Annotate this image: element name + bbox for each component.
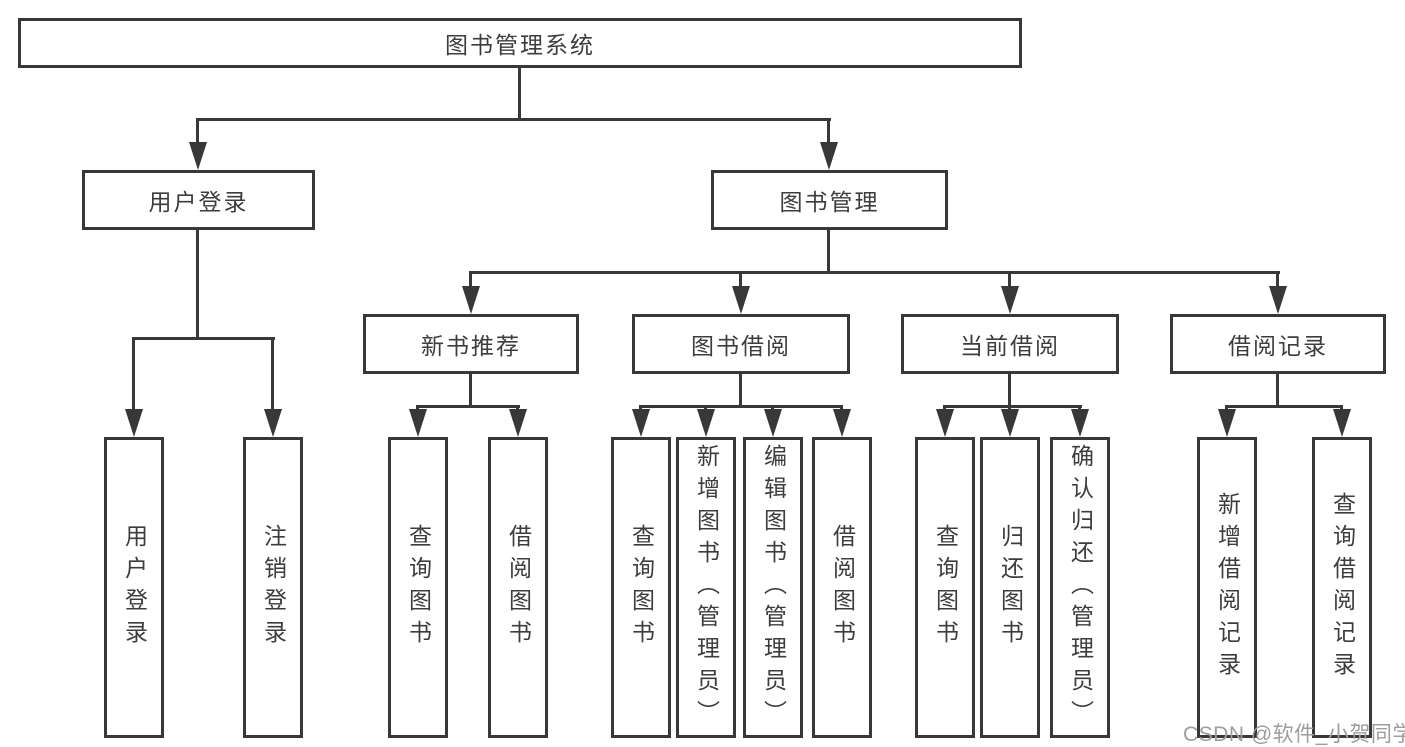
connector-book-management-stub (827, 230, 830, 271)
connector-bus (943, 405, 1082, 408)
node-label: 查询借阅记录 (1329, 491, 1356, 684)
connector-bus (416, 405, 520, 408)
arrow-down-icon (409, 409, 427, 437)
arrow-down-icon (1333, 409, 1351, 437)
connector-line (132, 337, 135, 415)
node-label: 新增借阅记录 (1214, 491, 1241, 684)
arrow-down-icon (189, 142, 207, 170)
arrow-down-icon (820, 142, 838, 170)
node-label: 借阅记录 (1228, 333, 1328, 359)
connector-bus (1225, 405, 1343, 408)
arrow-down-icon (936, 409, 954, 437)
arrow-down-icon (732, 286, 750, 314)
node-label: 图书管理系统 (445, 32, 595, 58)
node-label: 图书借阅 (691, 333, 791, 359)
node-label: 确认归还（管理员） (1067, 443, 1094, 732)
node-label: 用户登录 (121, 523, 148, 652)
leaf-query-books-borrowing: 查询图书 (611, 437, 671, 738)
connector-root-bus (196, 118, 831, 121)
connector-user-login-stub (196, 230, 199, 337)
leaf-borrow-books-recommend: 借阅图书 (488, 437, 548, 738)
node-new-book-recommendation: 新书推荐 (363, 314, 579, 374)
node-label: 编辑图书（管理员） (760, 443, 787, 732)
connector-user-login-bus (132, 337, 275, 340)
arrow-down-icon (1001, 286, 1019, 314)
leaf-return-books: 归还图书 (980, 437, 1040, 738)
connector-bus (639, 405, 843, 408)
connector-line (196, 118, 199, 148)
connector-line (1276, 271, 1279, 292)
arrow-down-icon (509, 409, 527, 437)
node-label: 图书管理 (779, 189, 880, 215)
node-borrowing-records: 借阅记录 (1170, 314, 1386, 374)
node-label: 查询图书 (628, 523, 655, 652)
connector-line (1008, 271, 1011, 292)
connector-stub (469, 374, 472, 405)
node-label: 查询图书 (932, 523, 959, 652)
node-label: 用户登录 (148, 189, 249, 215)
arrow-down-icon (1269, 286, 1287, 314)
node-library-management-system: 图书管理系统 (18, 18, 1022, 68)
node-label: 新书推荐 (421, 333, 521, 359)
node-label: 注销登录 (260, 523, 287, 652)
node-label: 归还图书 (997, 523, 1024, 652)
connector-book-management-bus (469, 271, 1280, 274)
connector-line (271, 337, 274, 415)
node-user-login: 用户登录 (82, 170, 315, 230)
leaf-confirm-return-admin: 确认归还（管理员） (1050, 437, 1110, 738)
leaf-user-login: 用户登录 (104, 437, 164, 738)
connector-stub (739, 374, 742, 405)
arrow-down-icon (1001, 409, 1019, 437)
arrow-down-icon (764, 409, 782, 437)
csdn-watermark: CSDN @软件_小贺同学 (1183, 723, 1405, 746)
leaf-edit-books-admin: 编辑图书（管理员） (743, 437, 803, 738)
node-label: 借阅图书 (505, 523, 532, 652)
leaf-add-borrow-record: 新增借阅记录 (1197, 437, 1257, 738)
arrow-down-icon (1218, 409, 1236, 437)
connector-line (739, 271, 742, 292)
node-label: 当前借阅 (960, 333, 1060, 359)
connector-root-stub (518, 68, 521, 118)
connector-line (469, 271, 472, 292)
node-current-borrowing: 当前借阅 (901, 314, 1119, 374)
connector-line (827, 118, 830, 148)
connector-stub (1008, 374, 1011, 405)
arrow-down-icon (632, 409, 650, 437)
leaf-borrow-books: 借阅图书 (812, 437, 872, 738)
leaf-add-books-admin: 新增图书（管理员） (676, 437, 736, 738)
node-book-borrowing: 图书借阅 (632, 314, 850, 374)
arrow-down-icon (462, 286, 480, 314)
leaf-query-borrow-record: 查询借阅记录 (1312, 437, 1372, 738)
leaf-query-books-recommend: 查询图书 (388, 437, 448, 738)
node-book-management: 图书管理 (711, 170, 948, 230)
arrow-down-icon (125, 409, 143, 437)
arrow-down-icon (833, 409, 851, 437)
node-label: 查询图书 (405, 523, 432, 652)
node-label: 新增图书（管理员） (693, 443, 720, 732)
arrow-down-icon (697, 409, 715, 437)
leaf-query-books-current: 查询图书 (915, 437, 975, 738)
leaf-logout: 注销登录 (243, 437, 303, 738)
arrow-down-icon (264, 409, 282, 437)
node-label: 借阅图书 (829, 523, 856, 652)
connector-stub (1276, 374, 1279, 405)
arrow-down-icon (1071, 409, 1089, 437)
